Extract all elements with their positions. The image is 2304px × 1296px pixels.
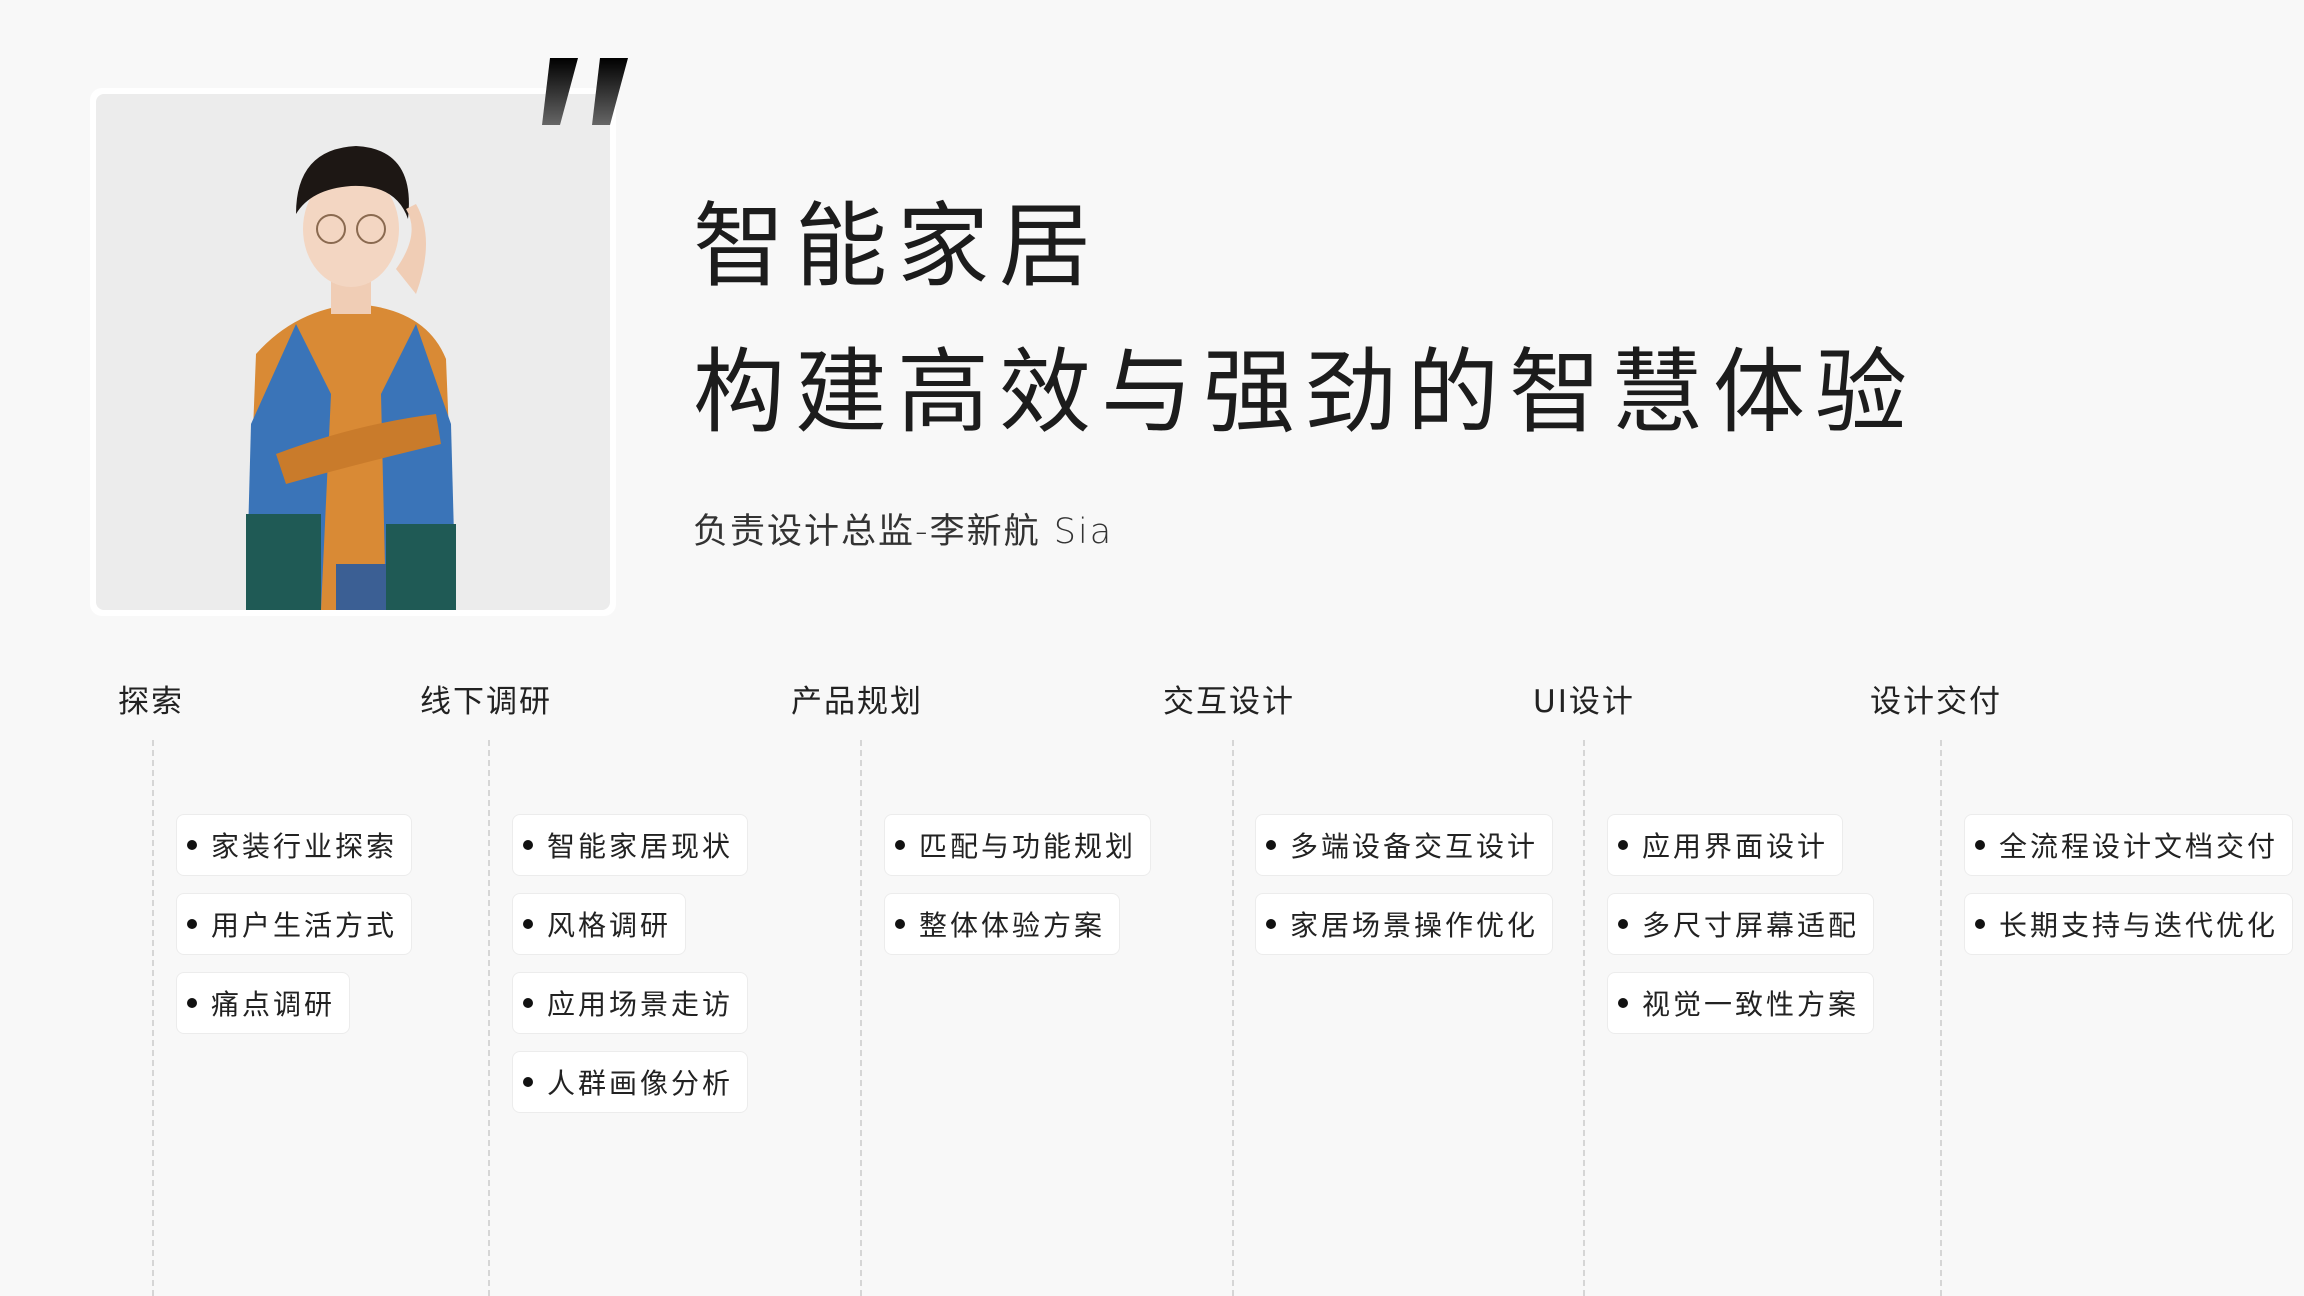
task-label: 痛点调研 xyxy=(211,988,336,1021)
task-chip: 应用场景走访 xyxy=(512,972,749,1034)
task-chip: 匹配与功能规划 xyxy=(884,814,1152,876)
bullet-icon xyxy=(1975,840,1985,850)
task-label: 匹配与功能规划 xyxy=(919,830,1137,863)
phase-header: 设计交付 xyxy=(1870,684,2002,720)
phase-header: UI设计 xyxy=(1533,684,1635,720)
phase-header: 探索 xyxy=(118,684,184,720)
bullet-icon xyxy=(1266,919,1276,929)
phase-header: 交互设计 xyxy=(1163,684,1295,720)
task-chip: 全流程设计文档交付 xyxy=(1964,814,2294,876)
bullet-icon xyxy=(1618,840,1628,850)
page-title: 智能家居 xyxy=(693,193,1102,300)
phase-header: 线下调研 xyxy=(420,684,552,720)
designer-credit: 负责设计总监-李新航 Sia xyxy=(693,512,1114,552)
task-label: 多端设备交互设计 xyxy=(1290,830,1539,863)
task-label: 应用场景走访 xyxy=(547,988,734,1021)
bullet-icon xyxy=(1975,919,1985,929)
task-chip: 视觉一致性方案 xyxy=(1607,972,1875,1034)
task-chip: 家居场景操作优化 xyxy=(1255,893,1554,955)
bullet-icon xyxy=(523,1077,533,1087)
bullet-icon xyxy=(1266,840,1276,850)
task-label: 智能家居现状 xyxy=(547,830,734,863)
timeline-divider xyxy=(1583,740,1585,1296)
task-label: 应用界面设计 xyxy=(1642,830,1829,863)
task-chip: 应用界面设计 xyxy=(1607,814,1844,876)
task-chip: 痛点调研 xyxy=(176,972,351,1034)
page-subtitle-headline: 构建高效与强劲的智慧体验 xyxy=(693,339,1918,446)
task-label: 全流程设计文档交付 xyxy=(1999,830,2279,863)
timeline-divider xyxy=(1232,740,1234,1296)
timeline-divider xyxy=(860,740,862,1296)
phase-header: 产品规划 xyxy=(791,684,923,720)
task-label: 家居场景操作优化 xyxy=(1290,909,1539,942)
task-label: 多尺寸屏幕适配 xyxy=(1642,909,1860,942)
bullet-icon xyxy=(523,998,533,1008)
quote-mark-icon xyxy=(542,58,628,125)
task-label: 整体体验方案 xyxy=(919,909,1106,942)
bullet-icon xyxy=(895,919,905,929)
timeline-divider xyxy=(152,740,154,1296)
task-label: 人群画像分析 xyxy=(547,1067,734,1100)
bullet-icon xyxy=(895,840,905,850)
timeline-divider xyxy=(1940,740,1942,1296)
bullet-icon xyxy=(1618,998,1628,1008)
bullet-icon xyxy=(187,919,197,929)
task-chip: 长期支持与迭代优化 xyxy=(1964,893,2294,955)
task-label: 家装行业探索 xyxy=(211,830,398,863)
bullet-icon xyxy=(187,998,197,1008)
task-chip: 整体体验方案 xyxy=(884,893,1121,955)
task-label: 用户生活方式 xyxy=(211,909,398,942)
bullet-icon xyxy=(523,840,533,850)
task-chip: 用户生活方式 xyxy=(176,893,413,955)
person-figure xyxy=(246,146,456,610)
task-label: 风格调研 xyxy=(547,909,672,942)
task-chip: 多尺寸屏幕适配 xyxy=(1607,893,1875,955)
task-chip: 人群画像分析 xyxy=(512,1051,749,1113)
portrait-card xyxy=(90,88,616,616)
portrait-photo xyxy=(96,94,610,610)
task-chip: 智能家居现状 xyxy=(512,814,749,876)
task-chip: 家装行业探索 xyxy=(176,814,413,876)
bullet-icon xyxy=(1618,919,1628,929)
task-label: 视觉一致性方案 xyxy=(1642,988,1860,1021)
bullet-icon xyxy=(187,840,197,850)
task-label: 长期支持与迭代优化 xyxy=(1999,909,2279,942)
timeline-divider xyxy=(488,740,490,1296)
bullet-icon xyxy=(523,919,533,929)
task-chip: 多端设备交互设计 xyxy=(1255,814,1554,876)
task-chip: 风格调研 xyxy=(512,893,687,955)
